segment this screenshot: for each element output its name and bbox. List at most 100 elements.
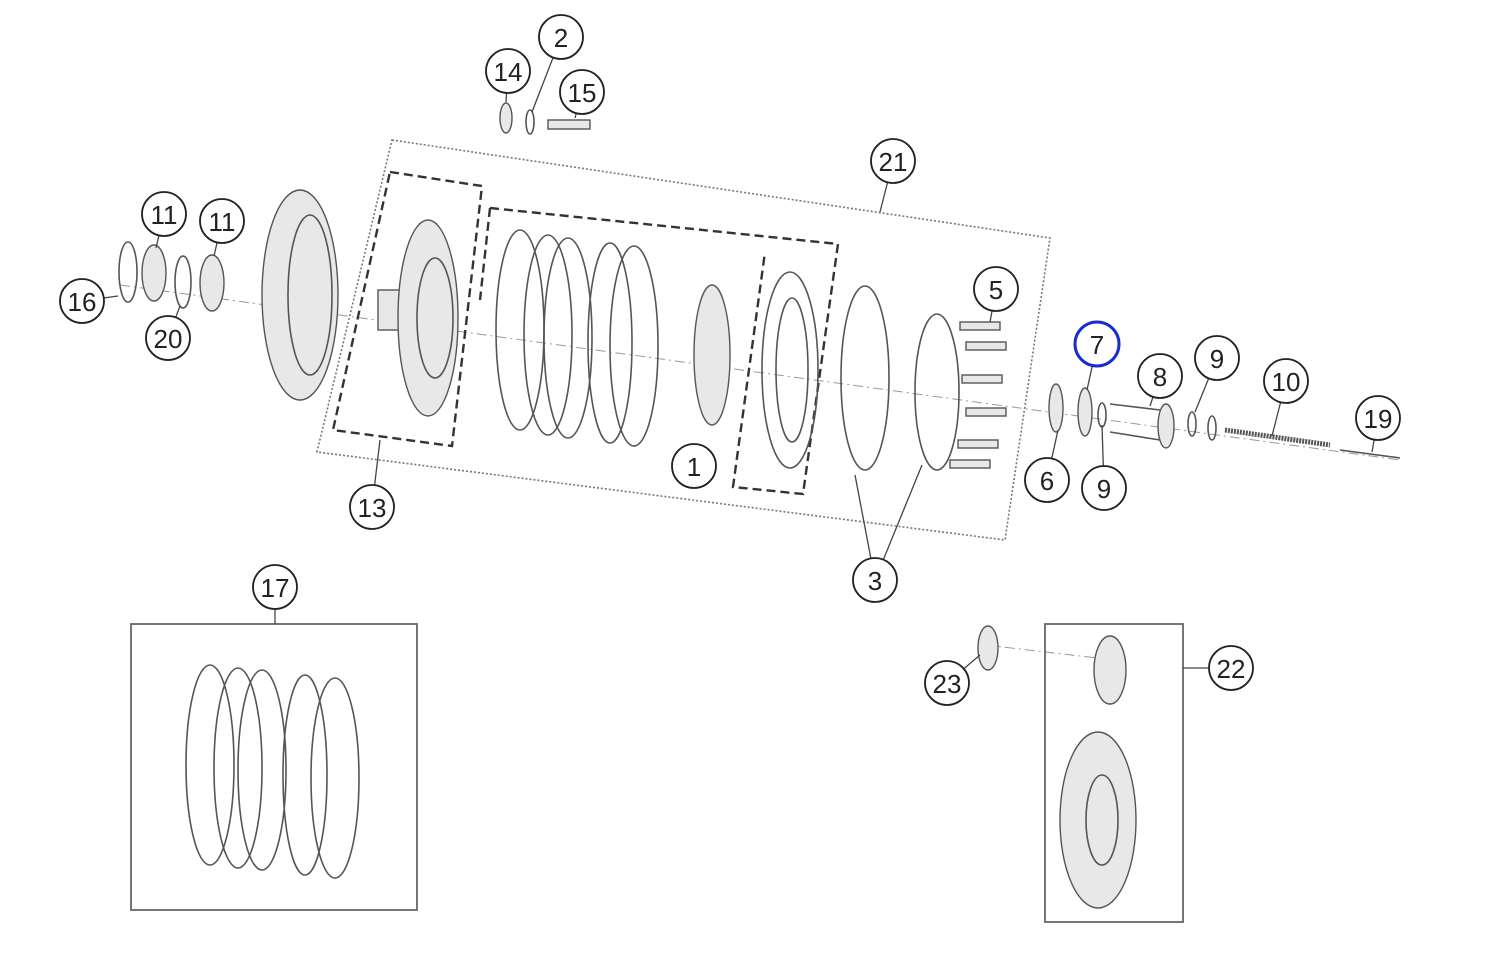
ring-9a <box>1097 402 1107 428</box>
callout-circle <box>141 191 187 237</box>
clutch-hub-face <box>416 257 454 379</box>
washer-6 <box>1048 383 1064 433</box>
callout-label: 11 <box>209 207 236 237</box>
disc-spring-1 <box>693 284 731 426</box>
parts <box>118 102 1401 909</box>
piston <box>761 271 819 469</box>
plate-c <box>543 237 593 439</box>
callout-14[interactable]: 14 <box>485 48 531 94</box>
callout-16[interactable]: 16 <box>59 278 105 324</box>
callout-22[interactable]: 22 <box>1208 645 1254 691</box>
group-box-13 <box>331 170 484 448</box>
seal-ring-3 <box>840 285 890 471</box>
callout-label: 9 <box>1210 344 1224 374</box>
cover-plate-3 <box>914 313 960 471</box>
callout-label: 8 <box>1153 362 1167 392</box>
callout-circle <box>252 564 298 610</box>
callout-label: 21 <box>879 147 908 177</box>
callout-1[interactable]: 1 <box>671 443 717 489</box>
bearing-11b <box>199 254 225 312</box>
callout-label: 20 <box>154 324 183 354</box>
drum-gear <box>261 189 339 401</box>
callout-3[interactable]: 3 <box>852 557 898 603</box>
callout-6[interactable]: 6 <box>1024 457 1070 503</box>
callout-10[interactable]: 10 <box>1263 358 1309 404</box>
callout-circle <box>870 138 916 184</box>
callout-circle <box>1208 645 1254 691</box>
callout-circle <box>349 484 395 530</box>
sleeve-8-end <box>1157 403 1175 449</box>
callout-11[interactable]: 11 <box>199 198 245 244</box>
plate-d <box>587 242 633 444</box>
drum-gear-inner <box>287 214 333 376</box>
callout-circle <box>973 266 1019 312</box>
callout-7-highlighted[interactable]: 7 <box>1073 320 1121 368</box>
callout-label: 5 <box>989 275 1003 305</box>
callout-label: 7 <box>1090 330 1104 360</box>
callout-15[interactable]: 15 <box>559 69 605 115</box>
callout-label: 23 <box>933 669 962 699</box>
callout-circle <box>1263 358 1309 404</box>
callout-circle <box>538 14 584 60</box>
gear-22-small <box>1093 635 1127 705</box>
callouts: 2 14 15 21 11 11 16 20 5 7 8 9 10 19 6 9 1 13 3 17 23 22 <box>59 14 1401 706</box>
callout-8[interactable]: 8 <box>1137 353 1183 399</box>
clutch-hub-13 <box>397 219 459 417</box>
callout-circle <box>1073 320 1121 368</box>
callout-circle <box>1355 395 1401 441</box>
ring-20 <box>174 255 192 309</box>
callout-label: 1 <box>687 452 701 482</box>
callout-label: 2 <box>554 23 568 53</box>
group-box-plate-pack <box>478 206 840 496</box>
callout-circle <box>485 48 531 94</box>
callout-circle <box>199 198 245 244</box>
callout-13[interactable]: 13 <box>349 484 395 530</box>
callout-label: 15 <box>568 78 597 108</box>
ring-2 <box>525 109 535 135</box>
callout-label: 16 <box>68 287 97 317</box>
callout-label: 6 <box>1040 466 1054 496</box>
spring-10 <box>1224 427 1331 448</box>
callout-circle <box>1024 457 1070 503</box>
bearing-14 <box>499 102 513 134</box>
plate-pack-17 <box>185 664 360 879</box>
sleeve-8 <box>1109 403 1161 441</box>
callout-circle <box>852 557 898 603</box>
callout-label: 13 <box>358 493 387 523</box>
callout-label: 17 <box>261 573 290 603</box>
callout-circle <box>145 315 191 361</box>
plate-e <box>609 245 659 447</box>
callout-17[interactable]: 17 <box>252 564 298 610</box>
callout-9[interactable]: 9 <box>1194 335 1240 381</box>
callout-label: 22 <box>1217 654 1246 684</box>
callout-circle <box>559 69 605 115</box>
callout-label: 10 <box>1272 367 1301 397</box>
callout-21[interactable]: 21 <box>870 138 916 184</box>
callout-2[interactable]: 2 <box>538 14 584 60</box>
callout-circle <box>59 278 105 324</box>
callout-label: 14 <box>494 57 523 87</box>
callout-label: 9 <box>1097 474 1111 504</box>
ring-9c <box>1207 415 1217 441</box>
ring-9b <box>1187 411 1197 437</box>
callout-label: 11 <box>151 200 178 230</box>
callout-label: 19 <box>1364 404 1393 434</box>
callout-5[interactable]: 5 <box>973 266 1019 312</box>
callout-20[interactable]: 20 <box>145 315 191 361</box>
axis-22 <box>984 644 1116 661</box>
bolts-5 <box>949 321 1007 469</box>
pin-19 <box>1339 449 1401 459</box>
callout-11[interactable]: 11 <box>141 191 187 237</box>
plate-b <box>523 234 573 436</box>
callout-19[interactable]: 19 <box>1355 395 1401 441</box>
callout-circle <box>1137 353 1183 399</box>
callout-circle <box>1194 335 1240 381</box>
callout-9[interactable]: 9 <box>1081 465 1127 511</box>
callout-circle <box>1081 465 1127 511</box>
callout-circle <box>671 443 717 489</box>
plate-a <box>495 229 545 431</box>
callout-23[interactable]: 23 <box>924 660 970 706</box>
piston-inner <box>775 297 809 443</box>
callout-label: 3 <box>868 566 882 596</box>
